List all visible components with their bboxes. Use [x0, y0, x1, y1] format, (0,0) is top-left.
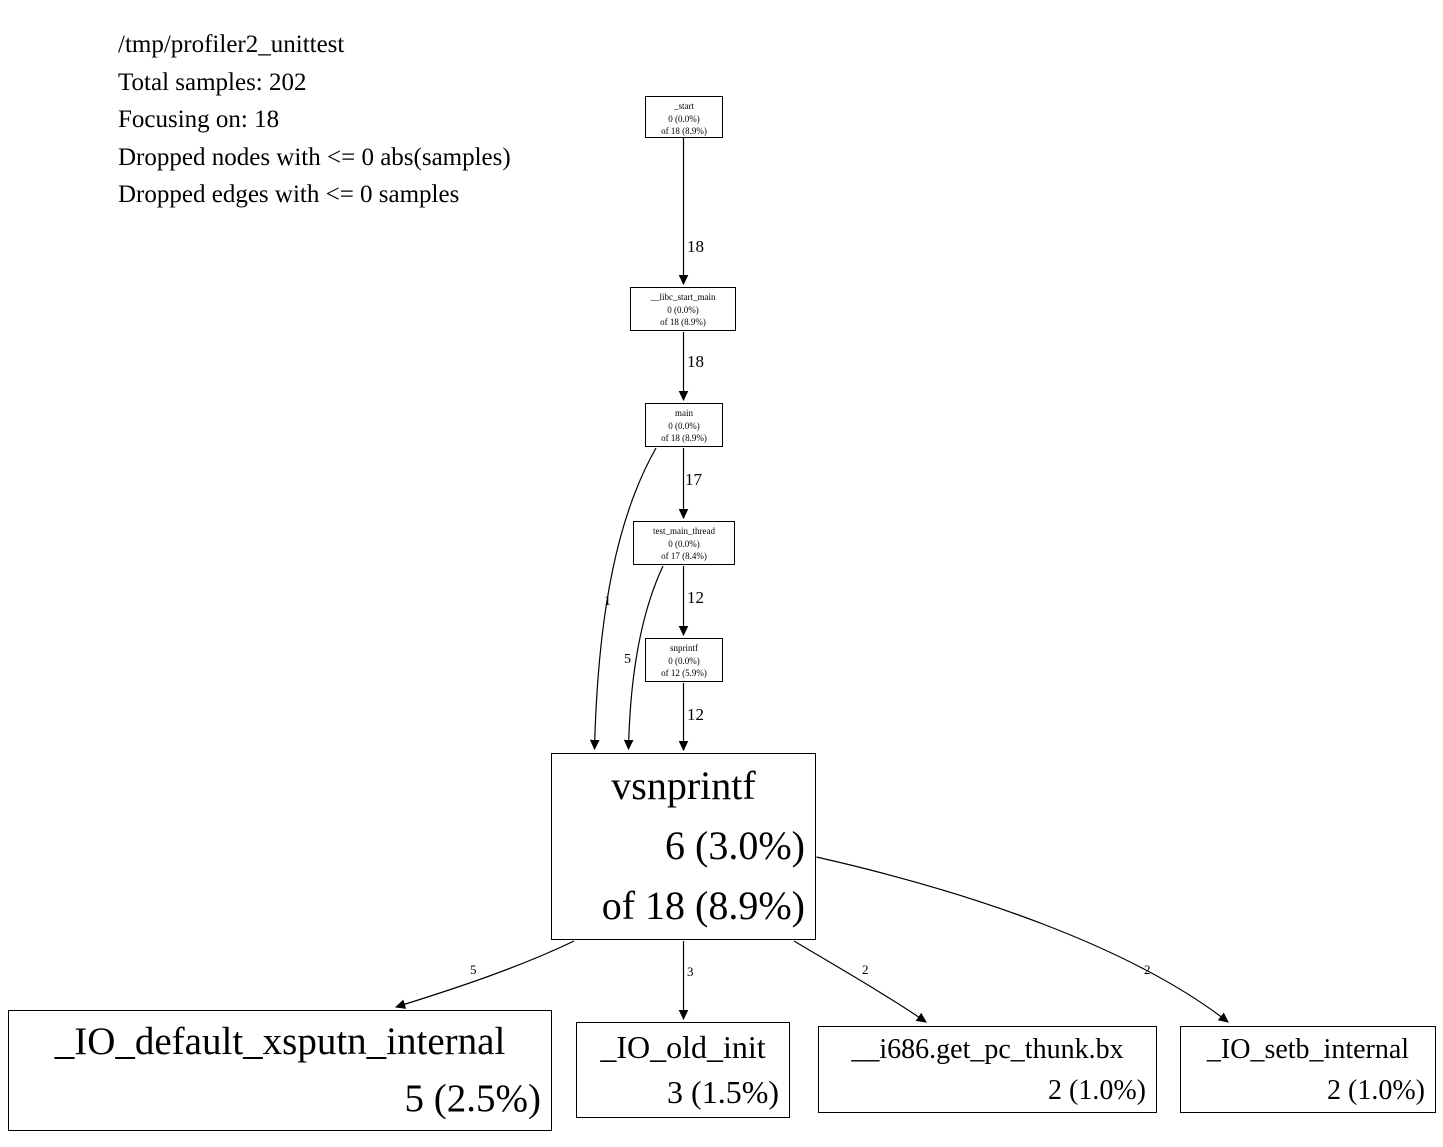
node-self-samples: 0 (0.0%): [668, 113, 700, 124]
edge-label-vsnprintf-xsputn: 5: [470, 962, 477, 977]
edge-test-main-thread-vsnprintf: [623, 565, 664, 751]
edge-label-test-snprintf: 12: [687, 588, 704, 607]
node-test-main-thread: test_main_thread 0 (0.0%) of 17 (8.4%): [633, 521, 735, 565]
node-self-samples: 5 (2.5%): [404, 1077, 541, 1120]
edge-label-vsnprintf-thunk: 2: [862, 962, 869, 977]
edge-main-vsnprintf: [589, 447, 657, 751]
node-total-samples: of 17 (8.4%): [661, 551, 707, 561]
node-self-samples: 3 (1.5%): [667, 1074, 779, 1110]
edge-vsnprintf-io-setb: [816, 856, 1229, 1023]
node-start: _start 0 (0.0%) of 18 (8.9%): [645, 96, 723, 138]
node-name: vsnprintf: [611, 763, 756, 808]
node-name: main: [675, 408, 693, 418]
node-name: _start: [674, 101, 694, 111]
node-total-samples: of 18 (8.9%): [660, 317, 706, 327]
node-io-default-xsputn-internal: _IO_default_xsputn_internal 5 (2.5%): [8, 1010, 552, 1131]
node-name: __i686.get_pc_thunk.bx: [851, 1034, 1124, 1065]
node-self-samples: 6 (3.0%): [665, 823, 805, 868]
node-total-samples: of 18 (8.9%): [661, 126, 707, 136]
node-self-samples: 0 (0.0%): [667, 304, 699, 315]
edge-label-main-test: 17: [685, 470, 702, 489]
edge-label-snprintf-vsnprintf: 12: [687, 705, 704, 724]
node-name: __libc_start_main: [650, 292, 716, 302]
edge-label-start-libc: 18: [687, 237, 704, 256]
summary-line-binary: /tmp/profiler2_unittest: [118, 31, 345, 58]
node-name: _IO_setb_internal: [1206, 1034, 1410, 1065]
node-total-samples: of 18 (8.9%): [661, 433, 707, 443]
edge-label-vsnprintf-old-init: 3: [687, 964, 694, 979]
node-i686-get-pc-thunk: __i686.get_pc_thunk.bx 2 (1.0%): [818, 1026, 1157, 1113]
node-self-samples: 0 (0.0%): [668, 538, 700, 549]
edge-label-libc-main: 18: [687, 352, 704, 371]
node-total-samples: of 12 (5.9%): [661, 668, 707, 678]
node-name: _IO_old_init: [600, 1029, 766, 1065]
summary-line-dropped-nodes: Dropped nodes with <= 0 abs(samples): [118, 143, 511, 171]
node-name: test_main_thread: [653, 526, 715, 536]
node-name: snprintf: [670, 643, 698, 653]
edge-label-vsnprintf-setb: 2: [1144, 962, 1151, 977]
edge-label-main-vsnprintf: 1: [604, 594, 611, 609]
summary-line-focusing-on: Focusing on: 18: [118, 106, 280, 133]
node-self-samples: 0 (0.0%): [668, 420, 700, 431]
node-snprintf: snprintf 0 (0.0%) of 12 (5.9%): [645, 638, 723, 682]
node-self-samples: 2 (1.0%): [1048, 1075, 1146, 1106]
node-self-samples: 2 (1.0%): [1327, 1075, 1425, 1106]
profile-summary: /tmp/profiler2_unittest Total samples: 2…: [118, 26, 511, 214]
edge-label-test-vsnprintf: 5: [624, 652, 631, 667]
edge-vsnprintf-io-default-xsputn: [394, 940, 575, 1009]
node-libc-start-main: __libc_start_main 0 (0.0%) of 18 (8.9%): [630, 287, 736, 331]
node-self-samples: 0 (0.0%): [668, 655, 700, 666]
node-io-setb-internal: _IO_setb_internal 2 (1.0%): [1180, 1026, 1436, 1113]
node-name: _IO_default_xsputn_internal: [54, 1020, 506, 1063]
node-total-samples: of 18 (8.9%): [601, 883, 805, 928]
edge-vsnprintf-i686-get-pc-thunk: [793, 940, 927, 1023]
summary-line-dropped-edges: Dropped edges with <= 0 samples: [118, 181, 460, 208]
node-main: main 0 (0.0%) of 18 (8.9%): [645, 403, 723, 447]
summary-line-total-samples: Total samples: 202: [118, 68, 307, 96]
node-io-old-init: _IO_old_init 3 (1.5%): [576, 1022, 790, 1118]
node-vsnprintf: vsnprintf 6 (3.0%) of 18 (8.9%): [551, 753, 816, 940]
